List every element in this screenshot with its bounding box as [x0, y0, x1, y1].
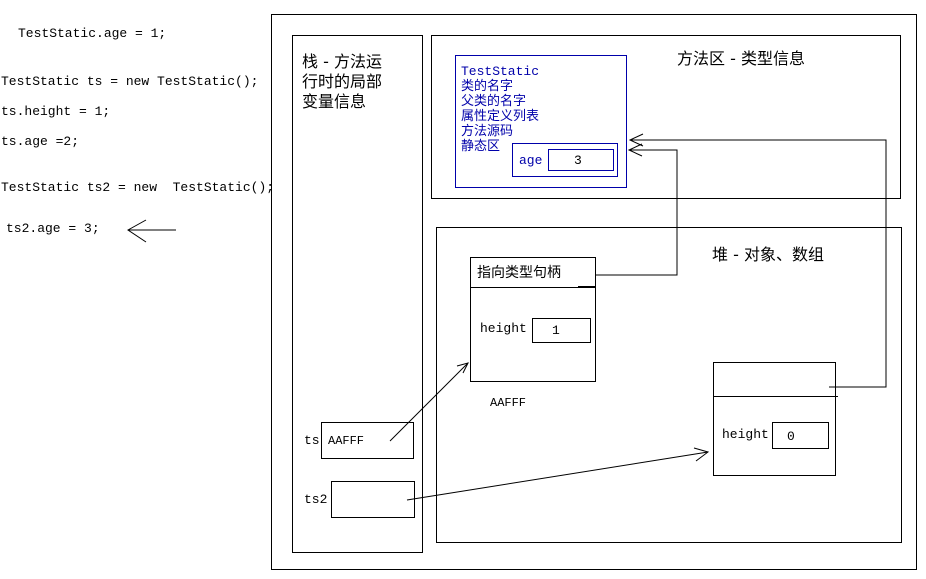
- static-field-label: age: [519, 153, 543, 168]
- memory-frame: [271, 14, 917, 570]
- stack-title-line-2: 行时的局部: [302, 72, 383, 91]
- code-line-1: TestStatic.age = 1;: [18, 26, 167, 41]
- current-line-arrowhead: [127, 219, 147, 243]
- code-line-5: TestStatic ts2 = new TestStatic();: [1, 180, 275, 195]
- object-1-field-label: height: [480, 321, 527, 336]
- class-info-item: 父类的名字: [461, 94, 527, 109]
- class-info-item: 属性定义列表: [461, 109, 540, 124]
- class-info-item: 静态区: [461, 139, 501, 154]
- object-1-field-value: 1: [552, 323, 560, 338]
- object-1-box: [470, 257, 596, 382]
- code-line-4: ts.age =2;: [1, 134, 80, 149]
- class-info-item: 类的名字: [461, 79, 514, 94]
- object-1-field-value-box: [532, 318, 591, 343]
- object-1-header: 指向类型句柄: [477, 265, 561, 281]
- ts2-label: ts2: [304, 492, 328, 507]
- code-line-3: ts.height = 1;: [1, 104, 111, 119]
- ts-value: AAFFF: [328, 434, 365, 448]
- stack-area: [292, 35, 423, 553]
- code-line-6: ts2.age = 3;: [6, 221, 100, 236]
- object-2-field-value-box: [772, 422, 829, 449]
- object-1-divider: [470, 287, 596, 288]
- class-name: TestStatic: [461, 64, 540, 79]
- object-2-box: [713, 362, 836, 476]
- heap-title: 堆 - 对象、数组: [712, 245, 824, 264]
- class-info-text: TestStatic 类的名字 父类的名字 属性定义列表 方法源码 静态区: [461, 64, 539, 154]
- code-line-2: TestStatic ts = new TestStatic();: [1, 74, 259, 89]
- static-field-value: 3: [574, 153, 582, 168]
- object-2-divider: [713, 396, 838, 397]
- stack-title-line-3: 变量信息: [302, 92, 367, 111]
- method-area-title: 方法区 - 类型信息: [677, 49, 805, 68]
- class-info-item: 方法源码: [461, 124, 514, 139]
- object-1-address: AAFFF: [490, 396, 527, 410]
- class-info-box: [455, 55, 627, 188]
- ts2-variable-box: [331, 481, 415, 518]
- object-2-field-label: height: [722, 427, 769, 442]
- ts-label: ts: [304, 433, 320, 448]
- object-2-field-value: 0: [787, 429, 795, 444]
- stack-title-line-1: 栈 - 方法运: [302, 52, 382, 71]
